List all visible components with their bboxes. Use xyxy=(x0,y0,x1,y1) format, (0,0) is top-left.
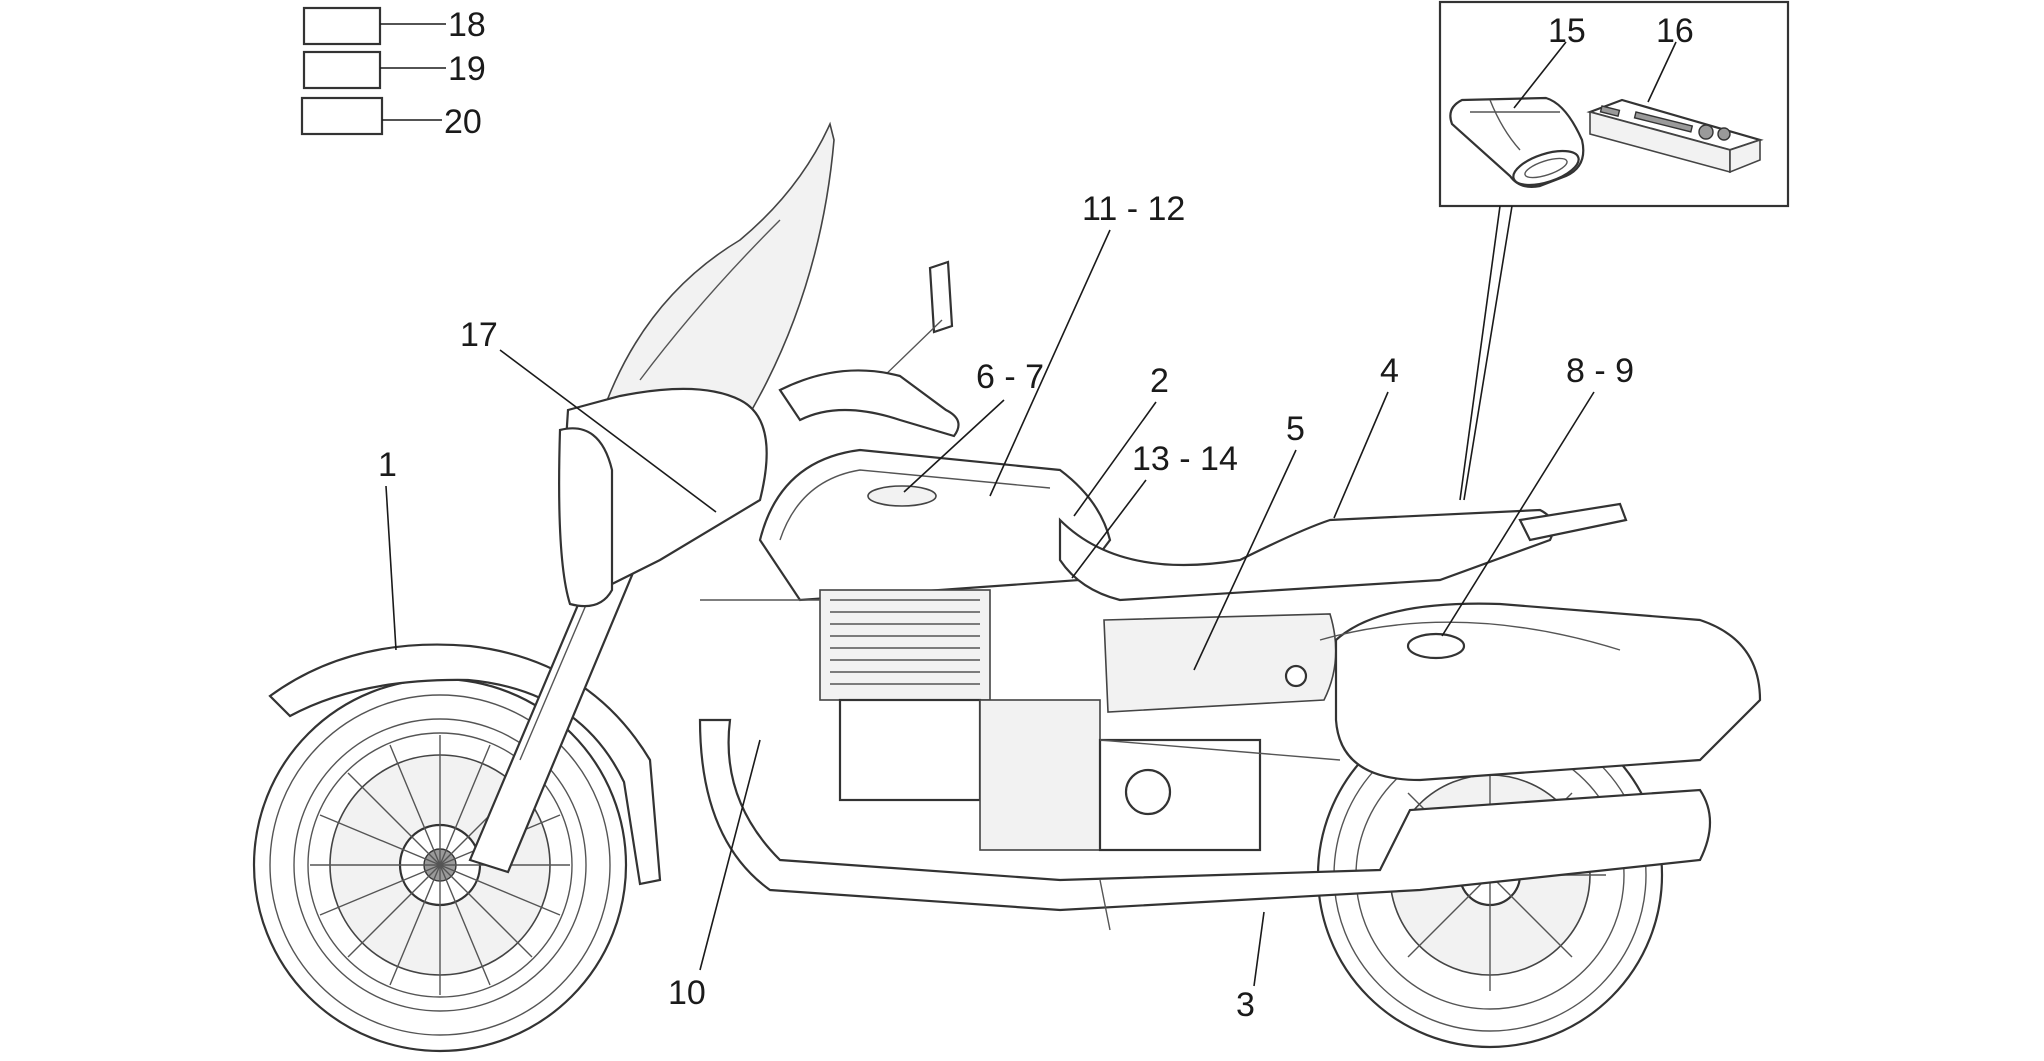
callout-11-12: 11 - 12 xyxy=(1082,190,1185,228)
leader-2 xyxy=(1073,401,1157,517)
callout-3: 3 xyxy=(1236,986,1255,1024)
leader-6-7 xyxy=(903,399,1005,493)
legend-box-20 xyxy=(300,96,384,136)
leader-17 xyxy=(499,349,717,513)
inset-accessories: 15 16 xyxy=(1438,0,1790,208)
engine xyxy=(819,589,1262,852)
callout-8-9: 8 - 9 xyxy=(1566,352,1634,390)
saddlebag-badge xyxy=(1406,632,1466,660)
legend-boxes: 18 19 20 xyxy=(300,6,486,141)
callout-16: 16 xyxy=(1656,12,1694,50)
windshield xyxy=(599,121,835,461)
callout-19: 19 xyxy=(448,50,486,88)
leader-8-9 xyxy=(1441,391,1595,637)
legend-box-19 xyxy=(302,50,382,90)
leader-3 xyxy=(1253,911,1265,987)
fuel-tank xyxy=(758,448,1112,602)
exhaust-pipe xyxy=(698,718,1711,912)
callout-10: 10 xyxy=(668,974,706,1012)
inset-pointer-right xyxy=(1463,205,1513,501)
motorcycle-drawing xyxy=(252,121,1762,1053)
leader-15 xyxy=(1513,41,1567,109)
callout-5: 5 xyxy=(1286,410,1305,448)
inset-pointer-left xyxy=(1459,205,1501,501)
headlight xyxy=(558,427,614,608)
callout-1: 1 xyxy=(378,446,397,484)
handlebar xyxy=(778,369,960,438)
leader-10 xyxy=(699,739,761,971)
side-cover xyxy=(1103,613,1337,713)
callout-6-7: 6 - 7 xyxy=(976,358,1044,396)
leader-5 xyxy=(1193,449,1297,671)
leader-11-12 xyxy=(989,229,1111,497)
seat xyxy=(1058,508,1555,602)
rear-rack xyxy=(1518,502,1628,542)
callout-15: 15 xyxy=(1548,12,1586,50)
callout-18: 18 xyxy=(448,6,486,44)
callout-4: 4 xyxy=(1380,352,1399,390)
front-wheel xyxy=(252,677,628,1053)
callouts: 1 17 6 - 7 11 - 12 2 13 - 14 5 4 8 - 9 1… xyxy=(378,190,1634,1024)
callout-2: 2 xyxy=(1150,362,1169,400)
leader-16 xyxy=(1647,41,1677,103)
tool-pouch-icon xyxy=(1449,96,1585,188)
saddlebag xyxy=(1334,602,1762,782)
legend-box-18 xyxy=(302,6,382,46)
mirror xyxy=(928,260,954,334)
leader-1 xyxy=(385,485,397,651)
callout-20: 20 xyxy=(444,103,482,141)
leader-4 xyxy=(1333,391,1389,519)
callout-13-14: 13 - 14 xyxy=(1132,440,1238,478)
leader-13-14 xyxy=(1071,479,1147,579)
callout-17: 17 xyxy=(460,316,498,354)
owner-manual-icon xyxy=(1586,98,1764,174)
